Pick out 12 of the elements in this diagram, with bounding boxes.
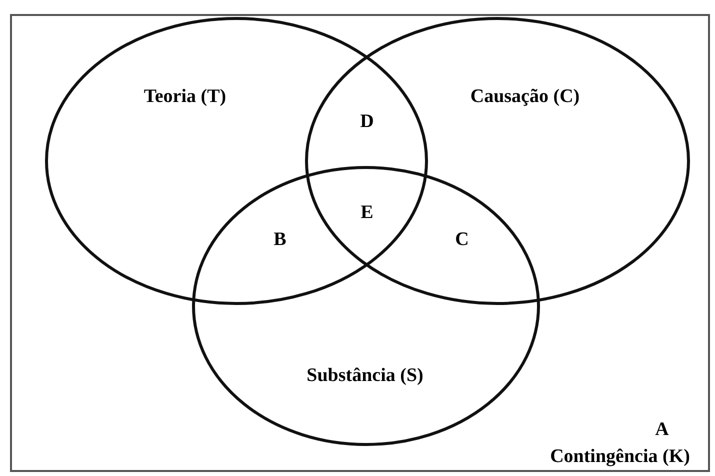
region-letter: B — [274, 229, 286, 251]
region-letter: E — [360, 202, 374, 224]
venn-circle — [305, 17, 690, 305]
set-label: Substância (S) — [306, 365, 424, 387]
set-label: Causação (C) — [470, 86, 580, 108]
venn-circle — [192, 166, 540, 446]
region-letter: D — [360, 111, 374, 133]
set-label: Teoria (T) — [144, 86, 226, 108]
region-letter: C — [455, 229, 469, 251]
venn-circle — [45, 17, 428, 305]
region-letter: A — [655, 419, 669, 441]
universe-label: Contingência (K) — [550, 446, 690, 468]
